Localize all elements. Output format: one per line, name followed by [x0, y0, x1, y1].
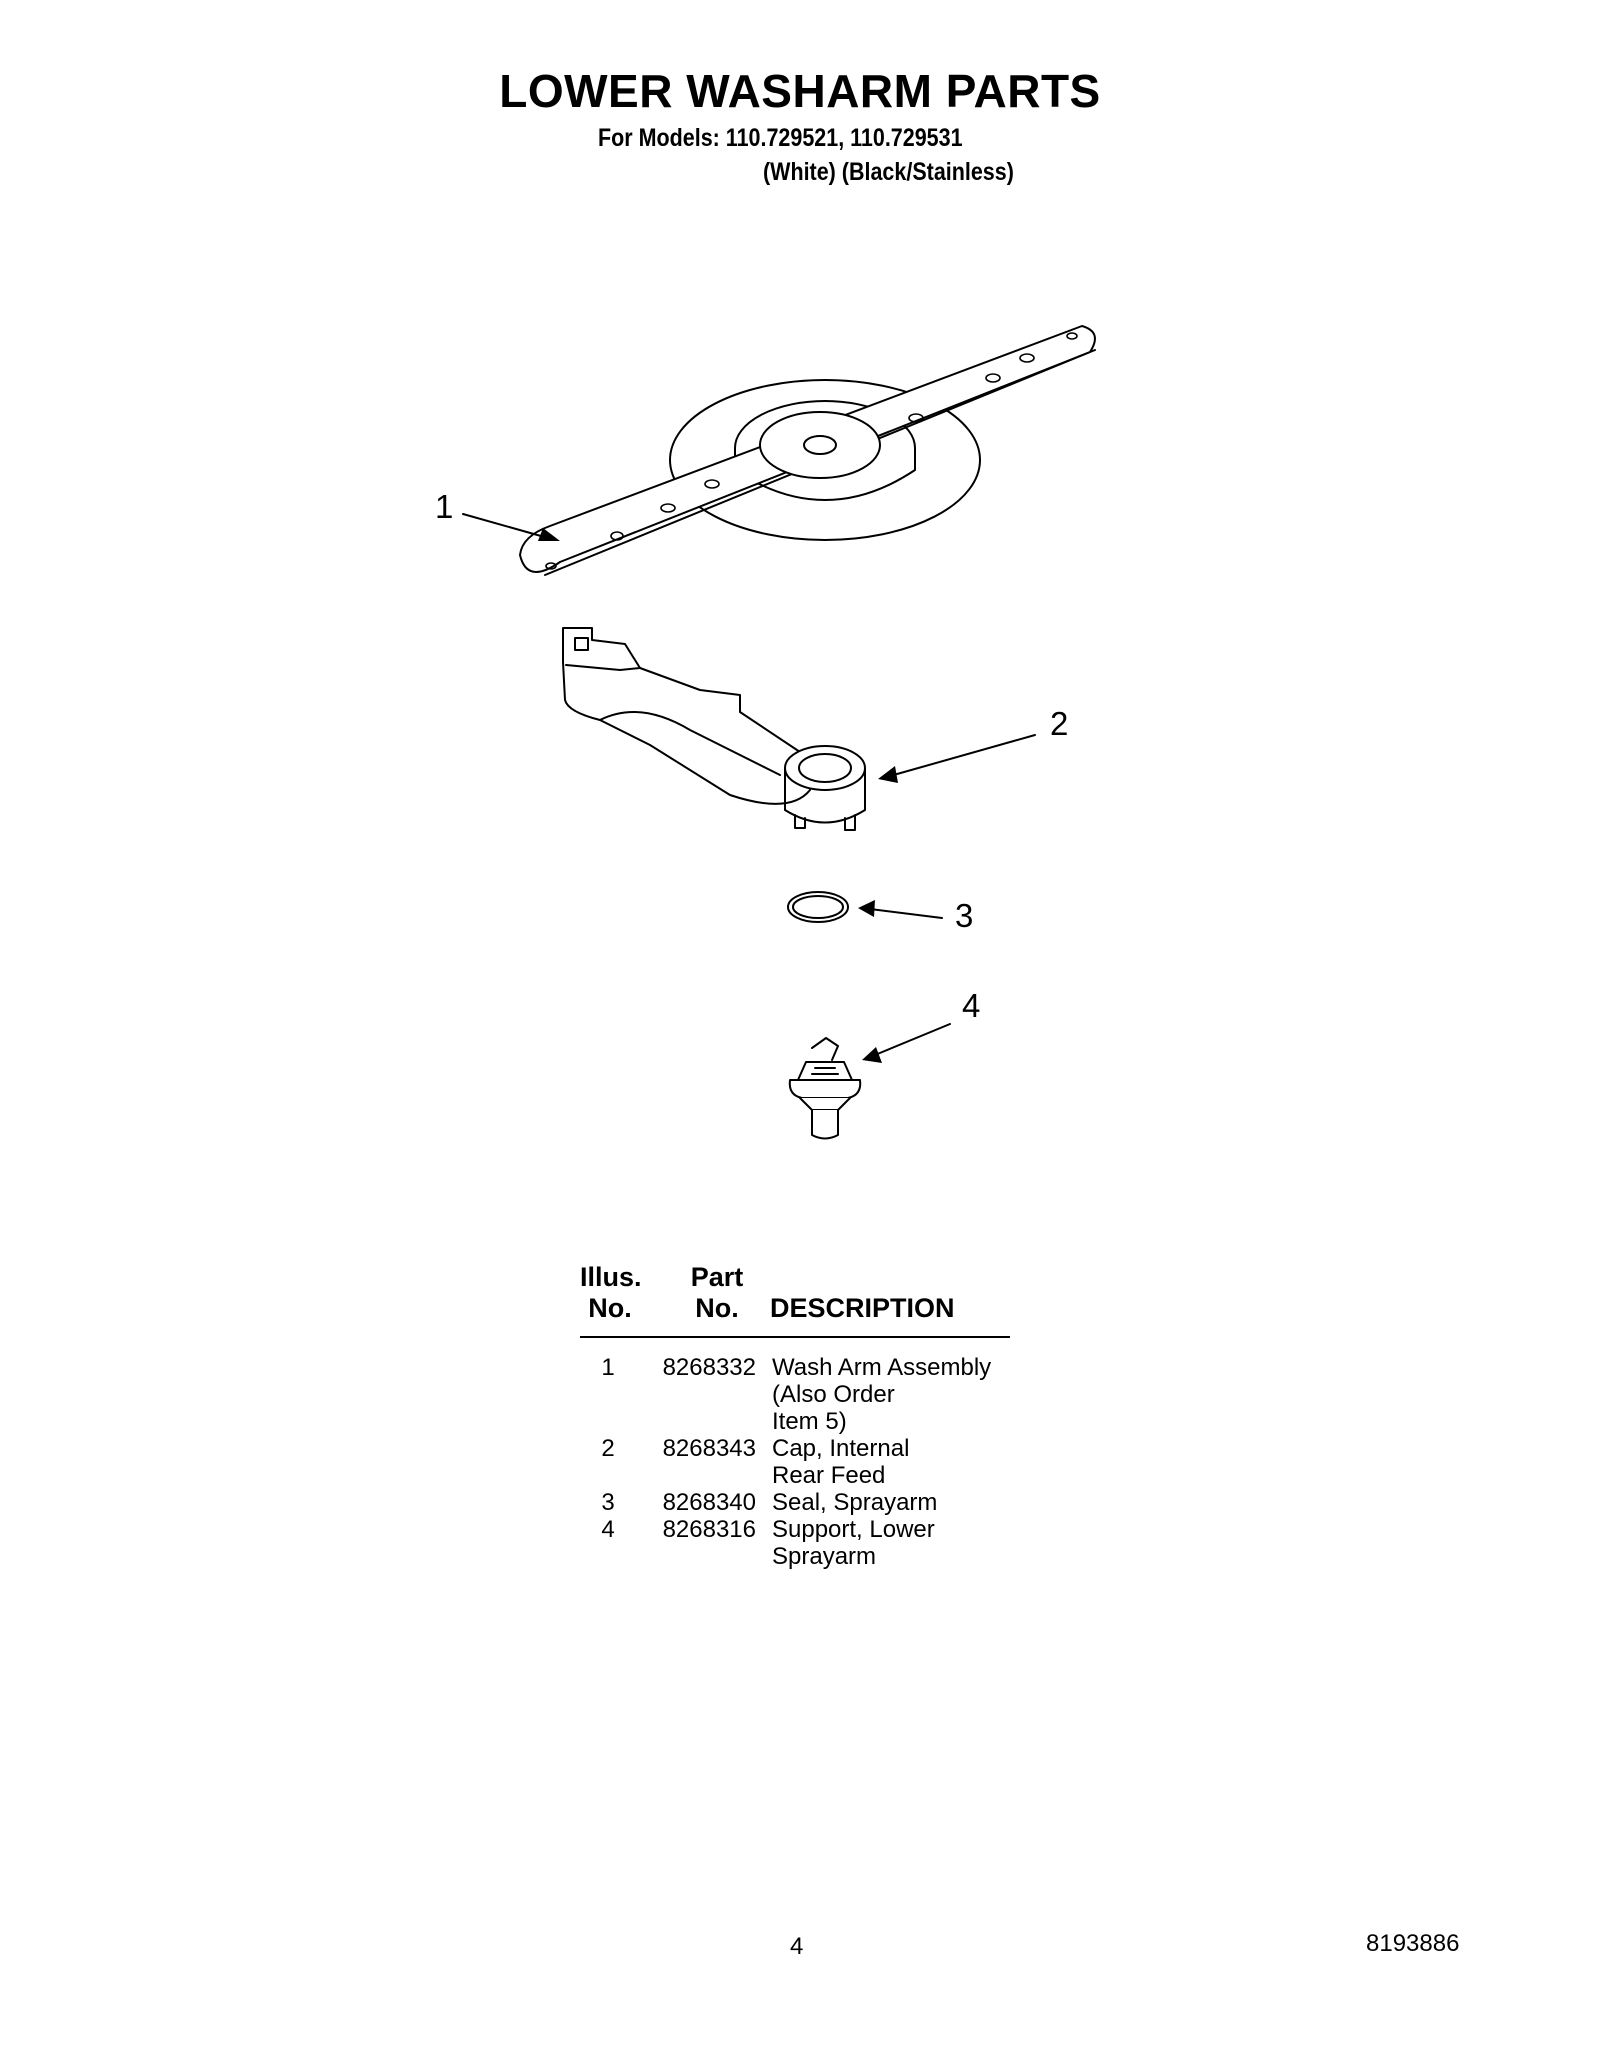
- description-line: Rear Feed: [772, 1462, 886, 1489]
- page-number: 4: [790, 1933, 804, 1960]
- document-number: 8193886: [1366, 1930, 1460, 1957]
- description-header: DESCRIPTION: [770, 1293, 955, 1323]
- illus-header: Illus. No.: [580, 1262, 642, 1323]
- part-number: 8268340: [662, 1489, 756, 1516]
- description-line: Wash Arm Assembly: [772, 1354, 992, 1381]
- support-drawing: [788, 1037, 862, 1140]
- part-number: 8268343: [662, 1435, 756, 1462]
- wash-arm-assembly-drawing: [519, 325, 1096, 576]
- colors-line: (White) (Black/Stainless): [763, 158, 1014, 186]
- part-header: Part No.: [690, 1262, 744, 1323]
- exploded-parts-diagram: [462, 325, 1096, 1140]
- illus-number: 2: [601, 1435, 615, 1462]
- page-title: LOWER WASHARM PARTS: [499, 65, 1101, 117]
- illus-number: 3: [601, 1489, 615, 1516]
- rear-feed-cap-drawing: [562, 627, 866, 831]
- description-line: Item 5): [772, 1408, 847, 1435]
- description-line: Support, Lower: [772, 1516, 935, 1543]
- part-description: Seal, Sprayarm: [772, 1489, 1012, 1516]
- description-line: Seal, Sprayarm: [772, 1489, 938, 1516]
- callout-1: 1: [435, 488, 454, 525]
- illus-number: 1: [601, 1354, 615, 1381]
- description-line: Cap, Internal: [772, 1435, 910, 1462]
- part-number: 8268316: [662, 1516, 756, 1543]
- callout-leaders: [462, 513, 1036, 1056]
- illus-number: 4: [601, 1516, 615, 1543]
- seal-drawing: [787, 891, 849, 923]
- description-line: (Also Order: [772, 1381, 895, 1408]
- table-row: 3 8268340 Seal, Sprayarm: [580, 1489, 1020, 1516]
- models-line: For Models: 110.729521, 110.729531: [598, 124, 963, 152]
- callout-2: 2: [1050, 705, 1069, 742]
- part-number: 8268332: [662, 1354, 756, 1381]
- description-line: Sprayarm: [772, 1543, 877, 1570]
- callout-3: 3: [955, 897, 974, 934]
- header-rule: [580, 1336, 1010, 1338]
- callout-4: 4: [962, 987, 981, 1024]
